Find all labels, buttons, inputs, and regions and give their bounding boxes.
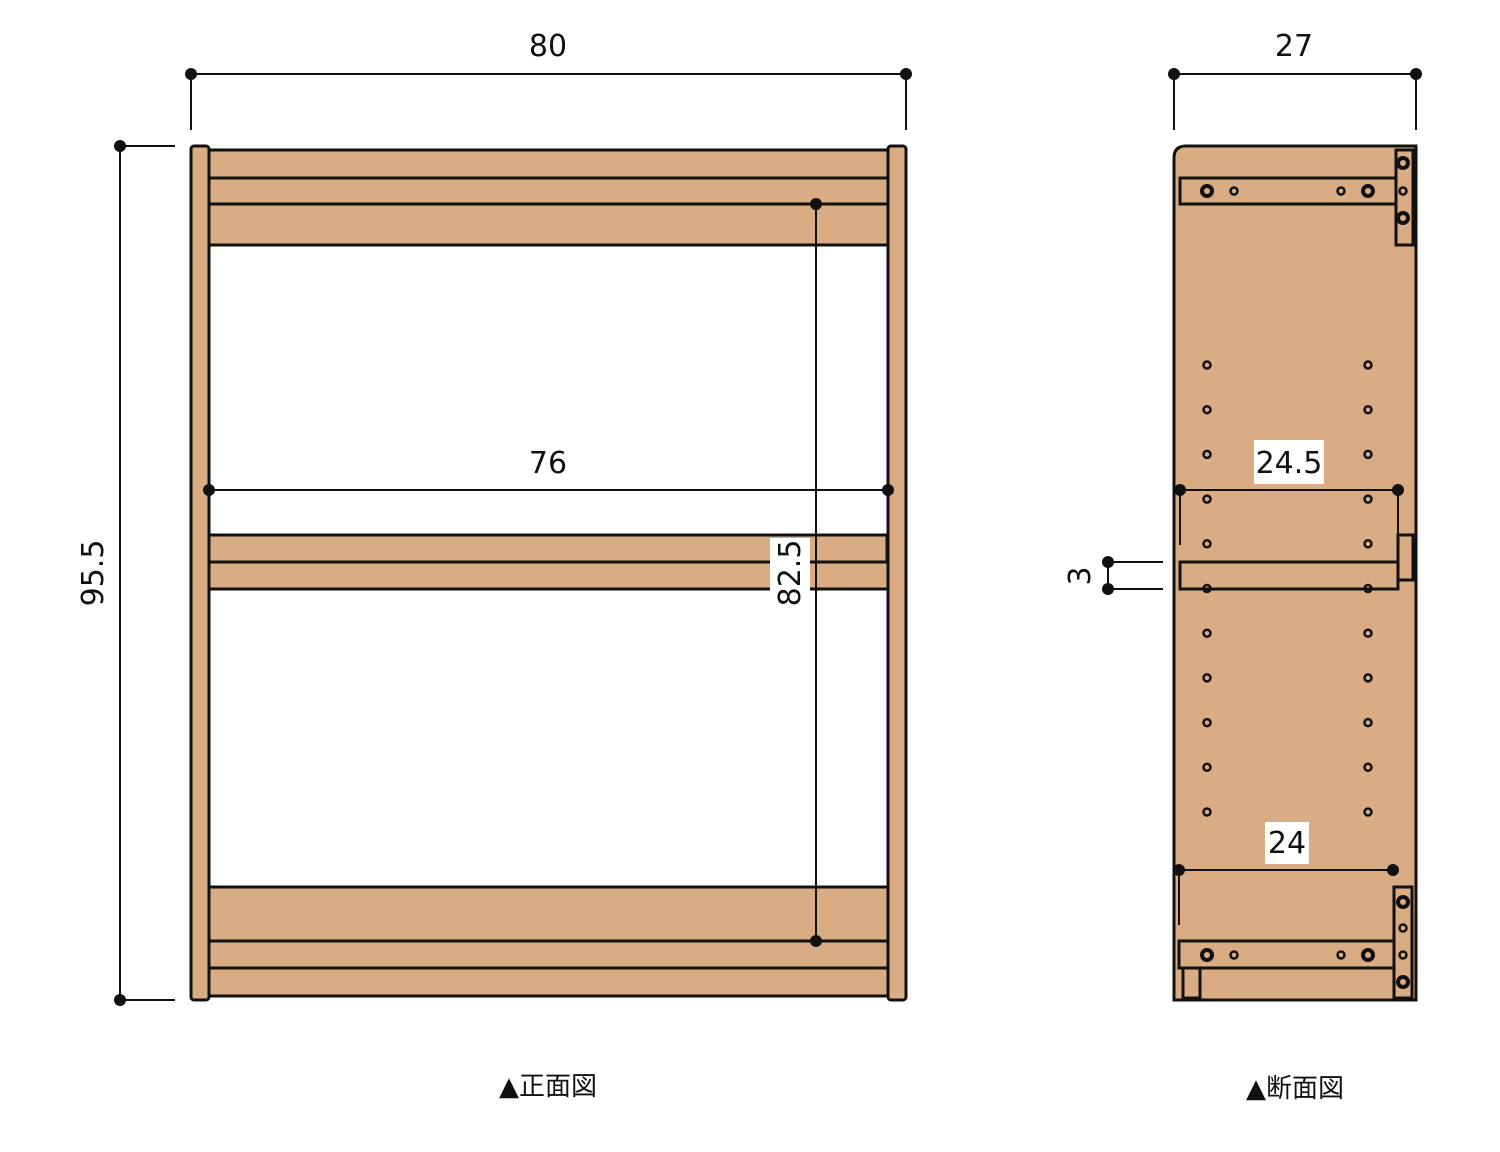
- screw-hole: [1396, 211, 1410, 225]
- dowel-hole: [1398, 923, 1408, 933]
- screw-hole: [1361, 184, 1375, 198]
- inner-width-label: 76: [529, 446, 567, 481]
- shelf-pin-hole: [1202, 717, 1212, 728]
- screw-hole: [1200, 948, 1214, 962]
- shelf-pin-holes: [1200, 156, 1410, 989]
- right-post: [886, 144, 908, 1002]
- shelf-pin-hole: [1363, 717, 1373, 728]
- shelf-pin-hole: [1202, 583, 1212, 594]
- middle-shelf-section: [1178, 560, 1400, 591]
- screw-hole: [1396, 156, 1410, 170]
- shelf-pin-hole: [1202, 539, 1212, 549]
- dowel-hole: [1398, 950, 1408, 960]
- shelf-pin-hole: [1202, 673, 1212, 683]
- bottom-depth-label: 24: [1268, 826, 1306, 861]
- shelf-pin-hole: [1202, 360, 1212, 370]
- shelf-pin-hole: [1363, 360, 1373, 370]
- shelf-depth-label: 24.5: [1256, 446, 1323, 481]
- bottom-foot: [1181, 966, 1202, 1000]
- shelf-pin-hole: [1363, 583, 1373, 594]
- shelf-pin-hole: [1363, 807, 1373, 817]
- bottom-rail-2: [207, 939, 890, 970]
- top-rail-1: [207, 148, 890, 180]
- shelf-pin-hole: [1363, 628, 1373, 638]
- section-view-caption: ▲断面図: [1246, 1074, 1344, 1104]
- shelf-pin-hole: [1202, 762, 1212, 773]
- dowel-hole: [1336, 186, 1346, 196]
- top-rail-2: [207, 176, 890, 206]
- dowel-hole: [1336, 950, 1346, 960]
- shelf-pin-hole: [1202, 807, 1212, 817]
- dowel-hole: [1229, 950, 1239, 960]
- dowel-hole: [1398, 186, 1408, 196]
- shelf-pin-hole: [1363, 539, 1373, 549]
- left-post: [189, 144, 211, 1002]
- shelf-thickness-label: 3: [1063, 566, 1098, 585]
- bottom-rail-section: [1177, 939, 1398, 970]
- top-rail-3: [207, 202, 890, 247]
- inner-height-label: 82.5: [773, 540, 808, 607]
- screw-hole: [1200, 184, 1214, 198]
- shelf-pin-hole: [1202, 449, 1212, 460]
- front-view-caption: ▲正面図: [499, 1072, 597, 1102]
- bottom-rail-1: [207, 885, 890, 943]
- screw-hole: [1396, 895, 1410, 909]
- screw-hole: [1396, 975, 1410, 989]
- top-rail-section: [1178, 176, 1398, 206]
- width-label: 80: [529, 29, 567, 64]
- shelf-pin-hole: [1363, 762, 1373, 773]
- shelf-pin-hole: [1202, 628, 1212, 638]
- bottom-bracket: [1392, 885, 1414, 1000]
- section-view: 27 24.5 24 3 ▲断面図: [1063, 29, 1422, 1104]
- shelf-pin-hole: [1202, 404, 1212, 415]
- dowel-hole: [1229, 186, 1239, 196]
- front-view: 80 95.5 76 82.5 ▲正面図: [76, 29, 912, 1102]
- shelf-pin-hole: [1363, 449, 1373, 460]
- depth-label: 27: [1275, 29, 1313, 64]
- height-label: 95.5: [76, 540, 111, 607]
- shelf-pin-hole: [1363, 404, 1373, 415]
- shelf-pin-hole: [1363, 673, 1373, 683]
- screw-hole: [1361, 948, 1375, 962]
- bottom-rail-3: [207, 966, 890, 998]
- shelf-stopper: [1396, 533, 1415, 582]
